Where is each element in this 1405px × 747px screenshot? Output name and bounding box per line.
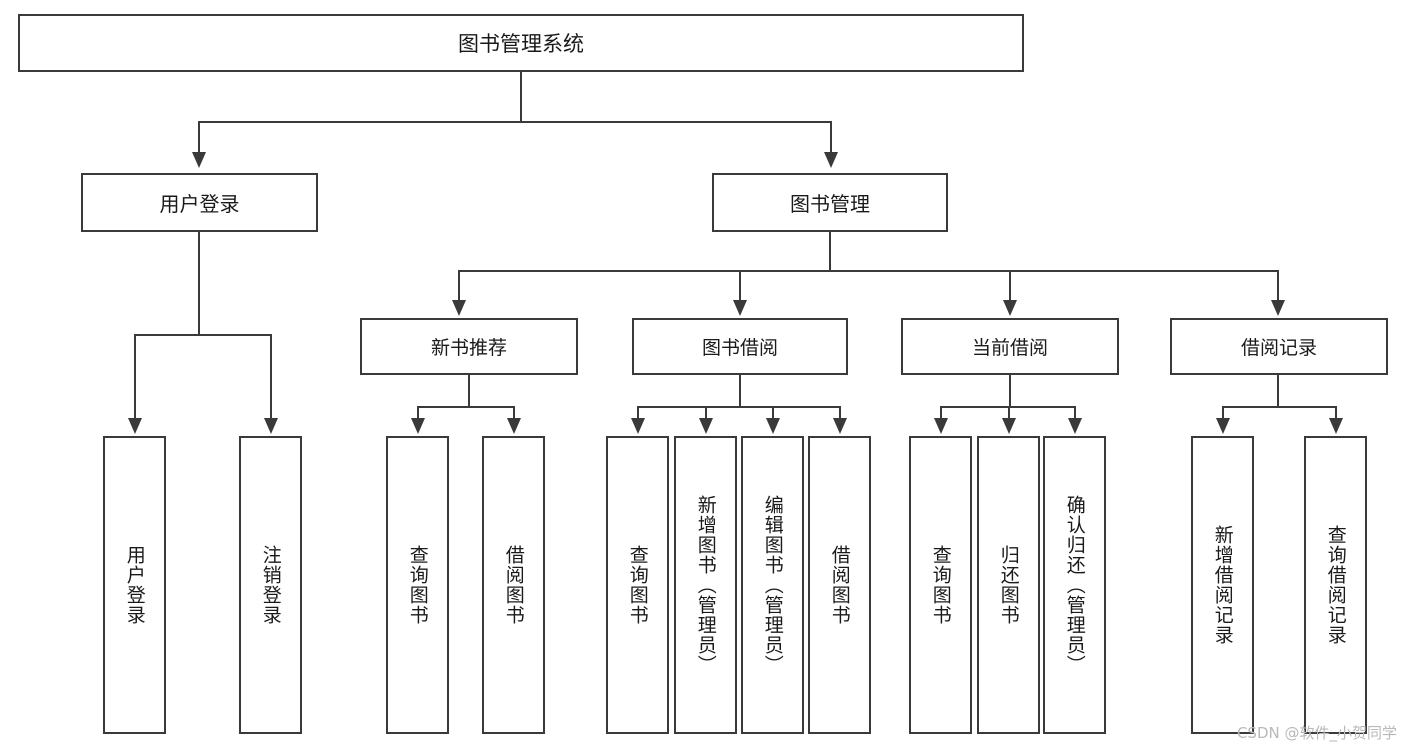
connector-root-to-level1-1 [830,121,832,154]
leaf-label: 编辑图书（管理员） [761,495,784,675]
node-label: 图书借阅 [701,337,778,359]
node-label: 当前借阅 [971,337,1048,359]
connector-newbook-to-leaf-3 [513,406,515,420]
node-borrow-record[interactable]: 借阅记录 [1170,318,1388,375]
connector-bookborrow-stem [739,375,741,407]
arrowhead-borrowrecord-to-leaf-11 [1216,418,1230,434]
connector-borrowrecord-to-leaf-11 [1222,406,1224,420]
leaf-label: 新增图书（管理员） [694,495,717,675]
node-label: 用户登录 [159,192,240,216]
leaf-label: 查询图书 [929,545,952,625]
leaf-query-book-current[interactable]: 查询图书 [909,436,972,734]
connector-currentborrow-to-leaf-10 [1074,406,1076,420]
connector-root-to-level1-0 [198,121,200,154]
connector-bookborrow-to-leaf-5 [705,406,707,420]
arrowhead-newbook-to-leaf-2 [411,418,425,434]
arrowhead-borrowrecord-to-leaf-12 [1329,418,1343,434]
leaf-return-book[interactable]: 归还图书 [977,436,1040,734]
connector-currentborrow-stem [1009,375,1011,407]
arrowhead-userlogin-to-leaf-1 [264,418,278,434]
arrowhead-newbook-to-leaf-3 [507,418,521,434]
node-new-book-recommend[interactable]: 新书推荐 [360,318,578,375]
arrowhead-bookborrow-to-leaf-4 [631,418,645,434]
leaf-label: 确认归还（管理员） [1063,495,1086,675]
leaf-query-borrow-record[interactable]: 查询借阅记录 [1304,436,1367,734]
leaf-borrow-book-newbook[interactable]: 借阅图书 [482,436,545,734]
leaf-edit-book-admin[interactable]: 编辑图书（管理员） [741,436,804,734]
node-label: 图书管理 [790,192,870,216]
leaf-add-book-admin[interactable]: 新增图书（管理员） [674,436,737,734]
node-label: 图书管理系统 [458,32,584,56]
arrowhead-bookmgmt-to-level2-0 [452,300,466,316]
connector-borrowrecord-stem [1277,375,1279,407]
arrowhead-bookmgmt-to-level2-3 [1271,300,1285,316]
arrowhead-currentborrow-to-leaf-9 [1002,418,1016,434]
connector-userlogin-bus [134,334,272,336]
connector-currentborrow-to-leaf-9 [1008,406,1010,420]
connector-bookborrow-to-leaf-7 [839,406,841,420]
leaf-label: 归还图书 [997,545,1020,625]
node-book-borrow[interactable]: 图书借阅 [632,318,848,375]
connector-bookmgmt-to-level2-2 [1009,270,1011,302]
arrowhead-currentborrow-to-leaf-8 [934,418,948,434]
connector-bookborrow-to-leaf-4 [637,406,639,420]
node-user-login[interactable]: 用户登录 [81,173,318,232]
arrowhead-bookmgmt-to-level2-2 [1003,300,1017,316]
arrowhead-bookborrow-to-leaf-7 [833,418,847,434]
leaf-label: 新增借阅记录 [1211,525,1234,645]
connector-bookmgmt-to-level2-0 [458,270,460,302]
connector-borrowrecord-to-leaf-12 [1335,406,1337,420]
connector-newbook-bus [417,406,515,408]
node-label: 新书推荐 [430,337,507,359]
connector-userlogin-to-leaf-0 [134,334,136,420]
arrowhead-currentborrow-to-leaf-10 [1068,418,1082,434]
leaf-label: 用户登录 [123,545,146,625]
connector-newbook-stem [468,375,470,407]
leaf-confirm-return-admin[interactable]: 确认归还（管理员） [1043,436,1106,734]
connector-root-bus [198,121,832,123]
leaf-label: 查询借阅记录 [1324,525,1347,645]
connector-bookmgmt-bus [458,270,1278,272]
leaf-label: 查询图书 [406,545,429,625]
leaf-query-book-borrow[interactable]: 查询图书 [606,436,669,734]
arrowhead-bookborrow-to-leaf-6 [766,418,780,434]
leaf-borrow-book[interactable]: 借阅图书 [808,436,871,734]
arrowhead-root-to-level1-1 [824,152,838,168]
connector-currentborrow-to-leaf-8 [940,406,942,420]
arrowhead-root-to-level1-0 [192,152,206,168]
node-root-system[interactable]: 图书管理系统 [18,14,1024,72]
leaf-label: 查询图书 [626,545,649,625]
connector-bookmgmt-to-level2-1 [739,270,741,302]
leaf-label: 借阅图书 [828,545,851,625]
leaf-label: 注销登录 [259,545,282,625]
leaf-logout[interactable]: 注销登录 [239,436,302,734]
connector-userlogin-to-leaf-1 [270,334,272,420]
leaf-label: 借阅图书 [502,545,525,625]
connector-userlogin-stem [198,232,200,335]
node-book-management[interactable]: 图书管理 [712,173,948,232]
node-label: 借阅记录 [1240,337,1317,359]
leaf-add-borrow-record[interactable]: 新增借阅记录 [1191,436,1254,734]
connector-root-stem [520,72,522,122]
connector-bookborrow-bus [637,406,841,408]
connector-bookmgmt-to-level2-3 [1277,270,1279,302]
arrowhead-userlogin-to-leaf-0 [128,418,142,434]
connector-newbook-to-leaf-2 [417,406,419,420]
connector-borrowrecord-bus [1222,406,1336,408]
arrowhead-bookmgmt-to-level2-1 [733,300,747,316]
leaf-user-login[interactable]: 用户登录 [103,436,166,734]
connector-bookmgmt-stem [829,232,831,271]
node-current-borrow[interactable]: 当前借阅 [901,318,1119,375]
connector-bookborrow-to-leaf-6 [772,406,774,420]
leaf-query-book-newbook[interactable]: 查询图书 [386,436,449,734]
arrowhead-bookborrow-to-leaf-5 [699,418,713,434]
